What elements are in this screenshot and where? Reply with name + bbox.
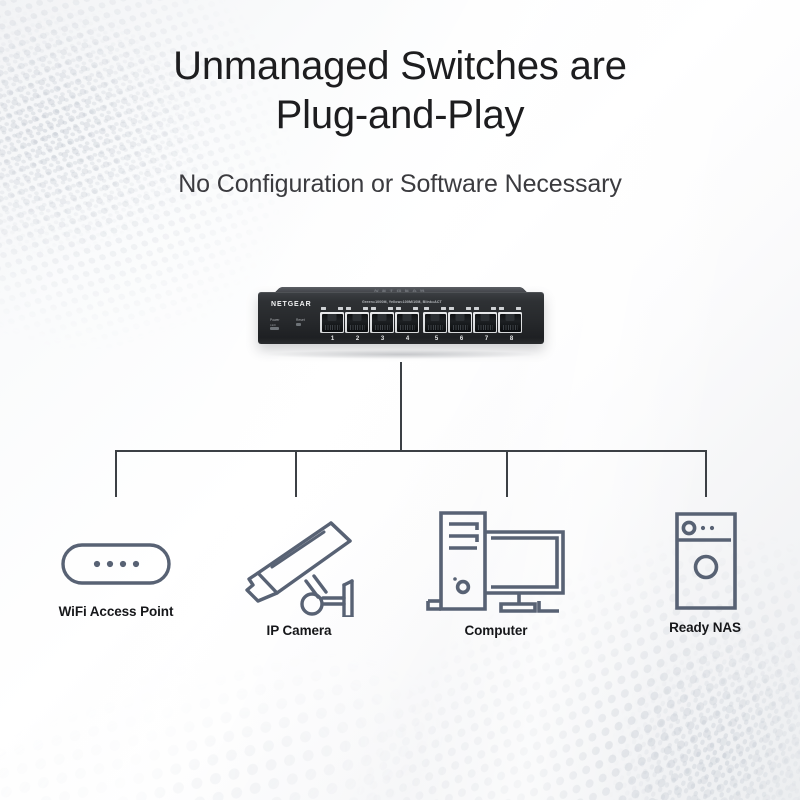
port-group-right [423, 306, 522, 333]
reset-button-label: Reset [296, 318, 305, 322]
port-led-icon [424, 306, 429, 310]
port-number-2: 2 [355, 336, 360, 342]
branch-line-computer [506, 450, 508, 497]
nas-icon [675, 512, 737, 610]
node-label-computer: Computer [464, 623, 528, 638]
computer-icon [426, 511, 565, 613]
trunk-line [400, 362, 402, 451]
power-led-indicator [270, 327, 279, 330]
port-number-3: 3 [380, 336, 385, 342]
power-led-sublabel: LED [270, 322, 276, 327]
ethernet-port-6[interactable] [448, 306, 472, 333]
port-led-icon [499, 306, 504, 310]
node-label-wifi-access-point: WiFi Access Point [58, 604, 174, 619]
port-led-icon [321, 306, 326, 310]
node-ready-nas[interactable]: Ready NAS [630, 508, 780, 635]
branch-line-wifi [115, 450, 117, 497]
rj45-jack-icon [321, 313, 343, 332]
ip-camera-icon [245, 521, 354, 617]
ethernet-port-3[interactable] [370, 306, 394, 333]
port-led-icon [474, 306, 479, 310]
port-led-icon [441, 306, 446, 310]
rj45-jack-icon [424, 313, 446, 332]
node-label-ready-nas: Ready NAS [669, 620, 741, 635]
page-subtitle: No Configuration or Software Necessary [178, 170, 622, 198]
switch-port-number-row: 1 2 3 4 5 6 7 8 [320, 336, 524, 342]
node-label-ip-camera: IP Camera [266, 623, 332, 638]
node-wifi-access-point[interactable]: WiFi Access Point [30, 530, 202, 619]
branch-line-nas [705, 450, 707, 497]
switch-drop-shadow [268, 350, 534, 359]
wifi-access-point-icon [61, 543, 171, 585]
bus-line [115, 450, 706, 452]
ethernet-port-8[interactable] [498, 306, 522, 333]
power-led-label: Power [270, 318, 280, 322]
port-led-icon [346, 306, 351, 310]
ethernet-port-2[interactable] [345, 306, 369, 333]
ethernet-port-4[interactable] [395, 306, 419, 333]
page-title-line-1: Unmanaged Switches are [173, 44, 627, 88]
rj45-jack-icon [396, 313, 418, 332]
port-led-icon [413, 306, 418, 310]
port-led-icon [516, 306, 521, 310]
rj45-jack-icon [449, 313, 471, 332]
port-group-left [320, 306, 419, 333]
node-ip-camera[interactable]: IP Camera [215, 505, 383, 638]
ethernet-port-5[interactable] [423, 306, 447, 333]
rj45-jack-icon [371, 313, 393, 332]
port-number-6: 6 [459, 336, 464, 342]
port-led-icon [388, 306, 393, 310]
switch-front-panel: NETGEAR Green=1000M, Yellow=100M/10M, Bl… [258, 292, 544, 344]
port-led-icon [449, 306, 454, 310]
port-number-4: 4 [405, 336, 410, 342]
port-led-icon [396, 306, 401, 310]
port-number-1: 1 [330, 336, 335, 342]
branch-line-camera [295, 450, 297, 497]
port-led-icon [338, 306, 343, 310]
rj45-jack-icon [474, 313, 496, 332]
port-led-icon [491, 306, 496, 310]
node-computer[interactable]: Computer [420, 505, 572, 638]
port-number-7: 7 [484, 336, 489, 342]
rj45-jack-icon [499, 313, 521, 332]
rj45-jack-icon [346, 313, 368, 332]
page-title-line-2: Plug-and-Play [275, 93, 525, 137]
ethernet-port-7[interactable] [473, 306, 497, 333]
port-led-icon [363, 306, 368, 310]
port-led-icon [466, 306, 471, 310]
port-number-5: 5 [434, 336, 439, 342]
connection-diagram-lines [0, 352, 800, 502]
switch-brand-label: NETGEAR [271, 301, 312, 308]
port-number-8: 8 [509, 336, 514, 342]
network-switch-device: NETGEAR NETGEAR Green=1000M, Yellow=100M… [258, 281, 544, 353]
ethernet-port-1[interactable] [320, 306, 344, 333]
page-title: Unmanaged Switches are Plug-and-Play [0, 42, 800, 140]
switch-port-row [320, 306, 522, 333]
port-led-icon [371, 306, 376, 310]
switch-port-legend: Green=1000M, Yellow=100M/10M, Blink=ACT [362, 300, 442, 304]
reset-button[interactable] [296, 323, 301, 326]
